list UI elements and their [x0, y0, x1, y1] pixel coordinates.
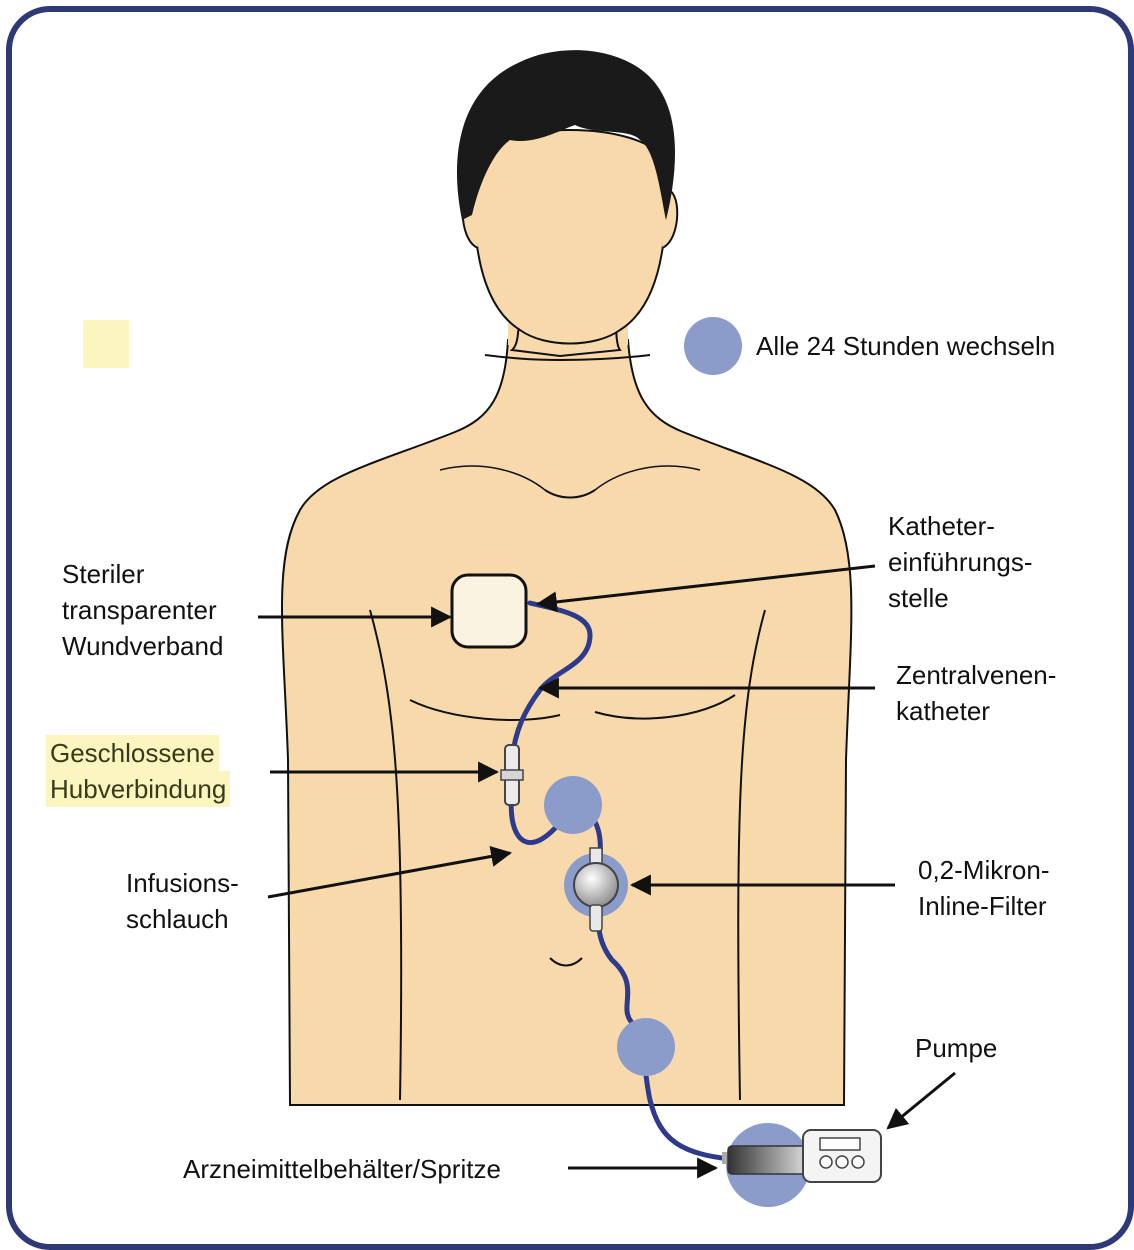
arrow-pump [888, 1073, 955, 1128]
label-insertion-line3: stelle [888, 580, 949, 616]
face [474, 130, 666, 344]
label-container: Arzneimittelbehälter/Spritze [183, 1151, 501, 1187]
change-marker-hub [544, 776, 602, 834]
pump-icon [803, 1130, 881, 1182]
label-filter-line1: 0,2-Mikron- [918, 852, 1049, 888]
label-insertion-line2: einführungs- [888, 544, 1033, 580]
label-hub-line1: Geschlossene [46, 735, 219, 771]
syringe-icon [722, 1146, 808, 1174]
label-tubing-line1: Infusions- [126, 865, 239, 901]
label-tubing-line2: schlauch [126, 901, 229, 937]
change-marker-tubing [617, 1018, 675, 1076]
label-dressing-line2: transparenter [62, 592, 217, 628]
label-filter-line2: Inline-Filter [918, 888, 1047, 924]
sterile-dressing [452, 575, 526, 647]
legend-text: Alle 24 Stunden wechseln [756, 328, 1055, 364]
label-dressing-line1: Steriler [62, 556, 144, 592]
torso [282, 340, 851, 1105]
label-cvc-line2: katheter [896, 693, 990, 729]
hub-connector-icon [501, 745, 523, 805]
highlight-swatch [83, 320, 129, 368]
label-hub-line2: Hubverbindung [46, 771, 230, 807]
label-dressing-line3: Wundverband [62, 628, 223, 664]
label-cvc-line1: Zentralvenen- [896, 657, 1056, 693]
legend-marker-icon [684, 317, 742, 375]
label-pump: Pumpe [915, 1030, 997, 1066]
label-insertion-line1: Katheter- [888, 508, 995, 544]
